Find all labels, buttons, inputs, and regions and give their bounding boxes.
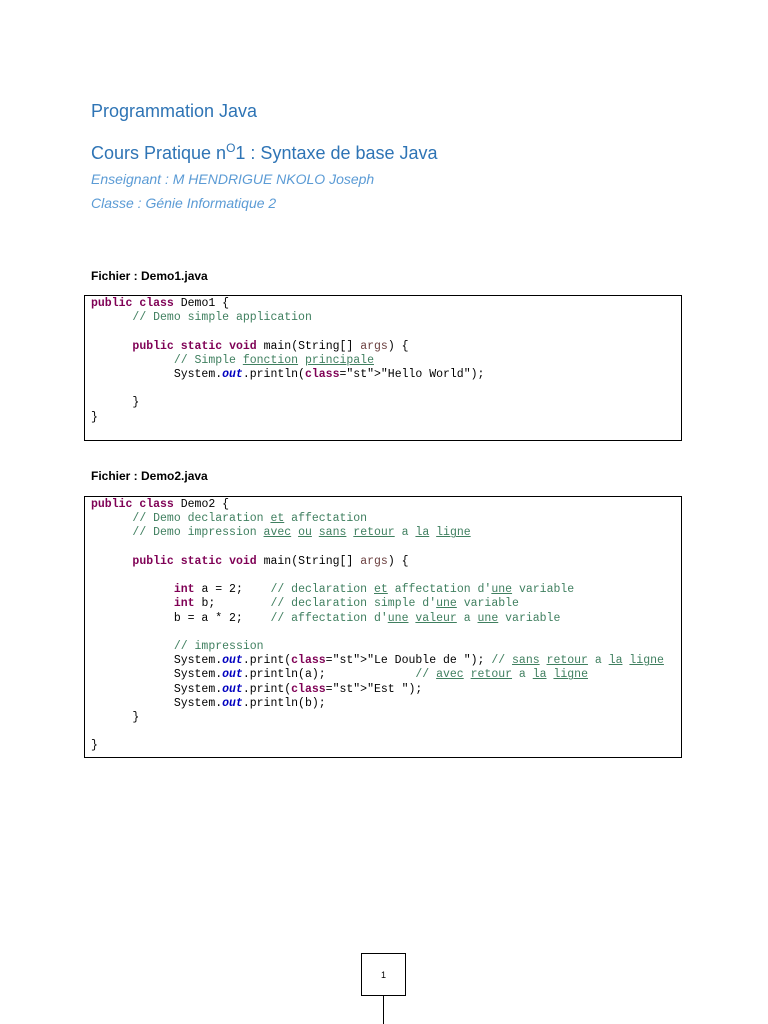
file-label-demo2: Fichier : Demo2.java — [91, 469, 208, 483]
course-title-prefix: Cours Pratique n — [91, 143, 227, 163]
file-label-demo1: Fichier : Demo1.java — [91, 269, 208, 283]
course-title: Cours Pratique nO1 : Syntaxe de base Jav… — [91, 141, 438, 164]
page-number-box: 1 — [361, 953, 406, 996]
class-line: Classe : Génie Informatique 2 — [91, 195, 277, 211]
teacher-line: Enseignant : M HENDRIGUE NKOLO Joseph — [91, 171, 375, 187]
code-listing: public class Demo1 { // Demo simple appl… — [91, 297, 485, 424]
course-title-superscript: O — [226, 141, 236, 155]
code-block-demo1: public class Demo1 { // Demo simple appl… — [84, 295, 682, 441]
code-block-demo2: public class Demo2 { // Demo declaration… — [84, 496, 682, 758]
page-number: 1 — [380, 969, 386, 980]
code-listing: public class Demo2 { // Demo declaration… — [91, 498, 664, 753]
course-title-suffix: 1 : Syntaxe de base Java — [235, 143, 438, 163]
document-title: Programmation Java — [91, 101, 258, 121]
page-number-connector — [383, 996, 384, 1024]
